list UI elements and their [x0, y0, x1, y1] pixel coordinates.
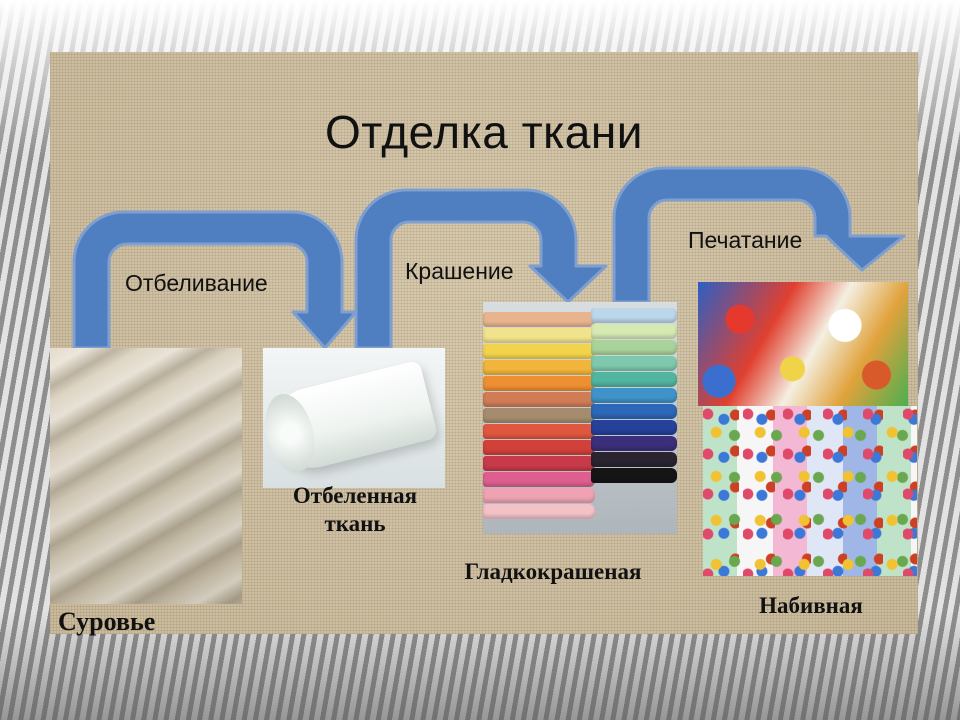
folded-fabric — [483, 376, 595, 391]
fabric-stack-right — [591, 308, 677, 484]
folded-fabric — [483, 328, 595, 343]
folded-fabric — [483, 360, 595, 375]
folded-fabric — [483, 312, 595, 327]
folded-fabric — [591, 404, 677, 419]
folded-fabric — [483, 504, 595, 519]
caption-bleached-line1: Отбеленная — [292, 483, 418, 508]
folded-fabric — [591, 468, 677, 483]
step-label-dyeing: Крашение — [405, 258, 514, 284]
raw-fabric-image — [50, 348, 242, 604]
printed-fabric-image-top — [698, 282, 908, 406]
folded-fabric — [483, 456, 595, 471]
folded-fabric — [483, 344, 595, 359]
caption-raw: Суровье — [58, 607, 156, 636]
dyed-fabric-image — [483, 302, 677, 534]
folded-fabric — [483, 440, 595, 455]
folded-fabric — [483, 488, 595, 503]
caption-bleached-line2: ткань — [324, 510, 386, 536]
arrow-printing — [612, 166, 906, 304]
folded-fabric — [483, 392, 595, 407]
folded-fabric — [591, 436, 677, 451]
caption-printed: Набивная — [759, 593, 863, 618]
step-label-bleaching: Отбеливание — [125, 270, 268, 296]
fabric-roll — [263, 359, 439, 477]
folded-fabric — [591, 308, 677, 323]
folded-fabric — [591, 372, 677, 387]
folded-fabric — [591, 324, 677, 339]
folded-fabric — [591, 340, 677, 355]
folded-fabric — [591, 452, 677, 467]
caption-bleached: Отбеленная ткань — [262, 482, 448, 537]
folded-fabric — [483, 424, 595, 439]
folded-fabric — [591, 420, 677, 435]
caption-dyed: Гладкокрашеная — [464, 559, 642, 584]
folded-fabric — [591, 388, 677, 403]
arrow-bleaching — [72, 210, 358, 350]
folded-fabric — [591, 356, 677, 371]
printed-fabric-image-bottom — [703, 406, 917, 576]
fabric-stack-left — [483, 312, 595, 520]
diagram-title: Отделка ткани — [325, 106, 643, 158]
arrow-dyeing — [354, 188, 608, 350]
folded-fabric — [483, 408, 595, 423]
bleached-fabric-image — [263, 348, 445, 488]
step-label-printing: Печатание — [688, 227, 803, 253]
folded-fabric — [483, 472, 595, 487]
